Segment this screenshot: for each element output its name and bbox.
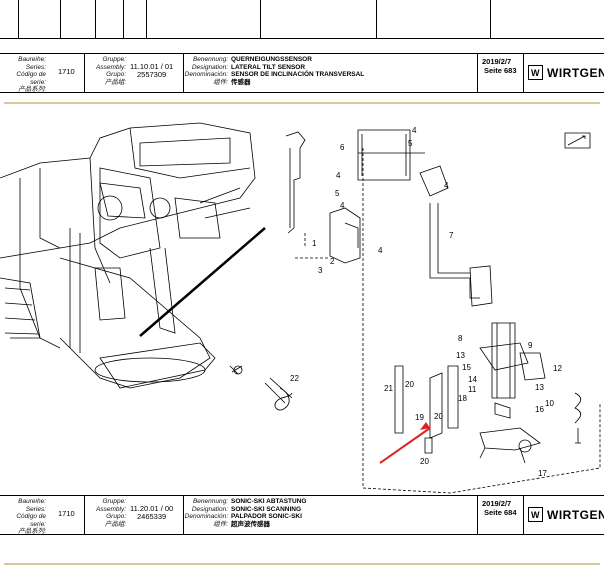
svg-text:21: 21 xyxy=(384,384,393,393)
group-labels: Gruppe:Assembly:Grupo:产品组: xyxy=(96,56,126,86)
w-logo-icon: W xyxy=(528,507,543,522)
svg-text:6: 6 xyxy=(340,143,345,152)
svg-text:20: 20 xyxy=(405,380,414,389)
group-number: 11.20.01 / 00 xyxy=(130,504,174,513)
svg-text:20: 20 xyxy=(434,412,443,421)
date: 2019/2/7 xyxy=(482,57,512,66)
page-header-683: Baureihe:Series:Código de serie:产品系列: 17… xyxy=(0,53,604,93)
name-labels: Benennung:Designation:Denominación:组件: xyxy=(184,56,228,86)
group-number: 11.10.01 / 01 xyxy=(130,62,174,71)
svg-text:13: 13 xyxy=(535,383,544,392)
svg-text:7: 7 xyxy=(449,231,454,240)
svg-text:5: 5 xyxy=(335,189,340,198)
svg-text:10: 10 xyxy=(545,399,554,408)
name-labels: Benennung:Designation:Denominación:组件: xyxy=(184,498,228,528)
series-value: 1710 xyxy=(58,509,75,518)
svg-text:3: 3 xyxy=(318,266,323,275)
svg-text:8: 8 xyxy=(458,334,463,343)
w-logo-icon: W xyxy=(528,65,543,80)
svg-text:22: 22 xyxy=(290,374,299,383)
svg-text:4: 4 xyxy=(378,246,383,255)
svg-text:4: 4 xyxy=(340,201,345,210)
part-number: 2465339 xyxy=(137,512,167,521)
svg-text:4: 4 xyxy=(412,126,417,135)
svg-text:19: 19 xyxy=(415,413,424,422)
svg-text:14: 14 xyxy=(468,375,477,384)
svg-text:15: 15 xyxy=(462,363,471,372)
group-labels: Gruppe:Assembly:Grupo:产品组: xyxy=(96,498,126,528)
page-number: Seite 683 xyxy=(484,66,517,75)
svg-text:1: 1 xyxy=(312,239,317,248)
series-value: 1710 xyxy=(58,67,75,76)
series-labels: Baureihe:Series:Código de serie:产品系列: xyxy=(16,56,46,93)
svg-text:13: 13 xyxy=(456,351,465,360)
date: 2019/2/7 xyxy=(482,499,512,508)
series-labels: Baureihe:Series:Código de serie:产品系列: xyxy=(16,498,46,535)
part-number: 2557309 xyxy=(137,70,167,79)
separator xyxy=(4,102,600,104)
svg-text:12: 12 xyxy=(553,364,562,373)
svg-text:2: 2 xyxy=(330,257,335,266)
page-number: Seite 684 xyxy=(484,508,517,517)
top-table-stub xyxy=(0,0,604,39)
svg-text:11: 11 xyxy=(468,385,477,394)
exploded-parts-drawing: 1 2 3 4 4 4 4 4 5 5 6 7 8 9 10 11 12 13 … xyxy=(0,122,601,494)
svg-text:5: 5 xyxy=(408,139,413,148)
svg-text:4: 4 xyxy=(336,171,341,180)
page-header-684: Baureihe:Series:Código de serie:产品系列: 17… xyxy=(0,495,604,535)
svg-text:17: 17 xyxy=(538,469,547,478)
svg-text:18: 18 xyxy=(458,394,467,403)
svg-text:4: 4 xyxy=(444,181,449,190)
highlight-arrow xyxy=(379,427,431,464)
svg-text:9: 9 xyxy=(528,341,533,350)
svg-text:20: 20 xyxy=(420,457,429,466)
svg-text:16: 16 xyxy=(535,405,544,414)
separator xyxy=(4,563,600,565)
